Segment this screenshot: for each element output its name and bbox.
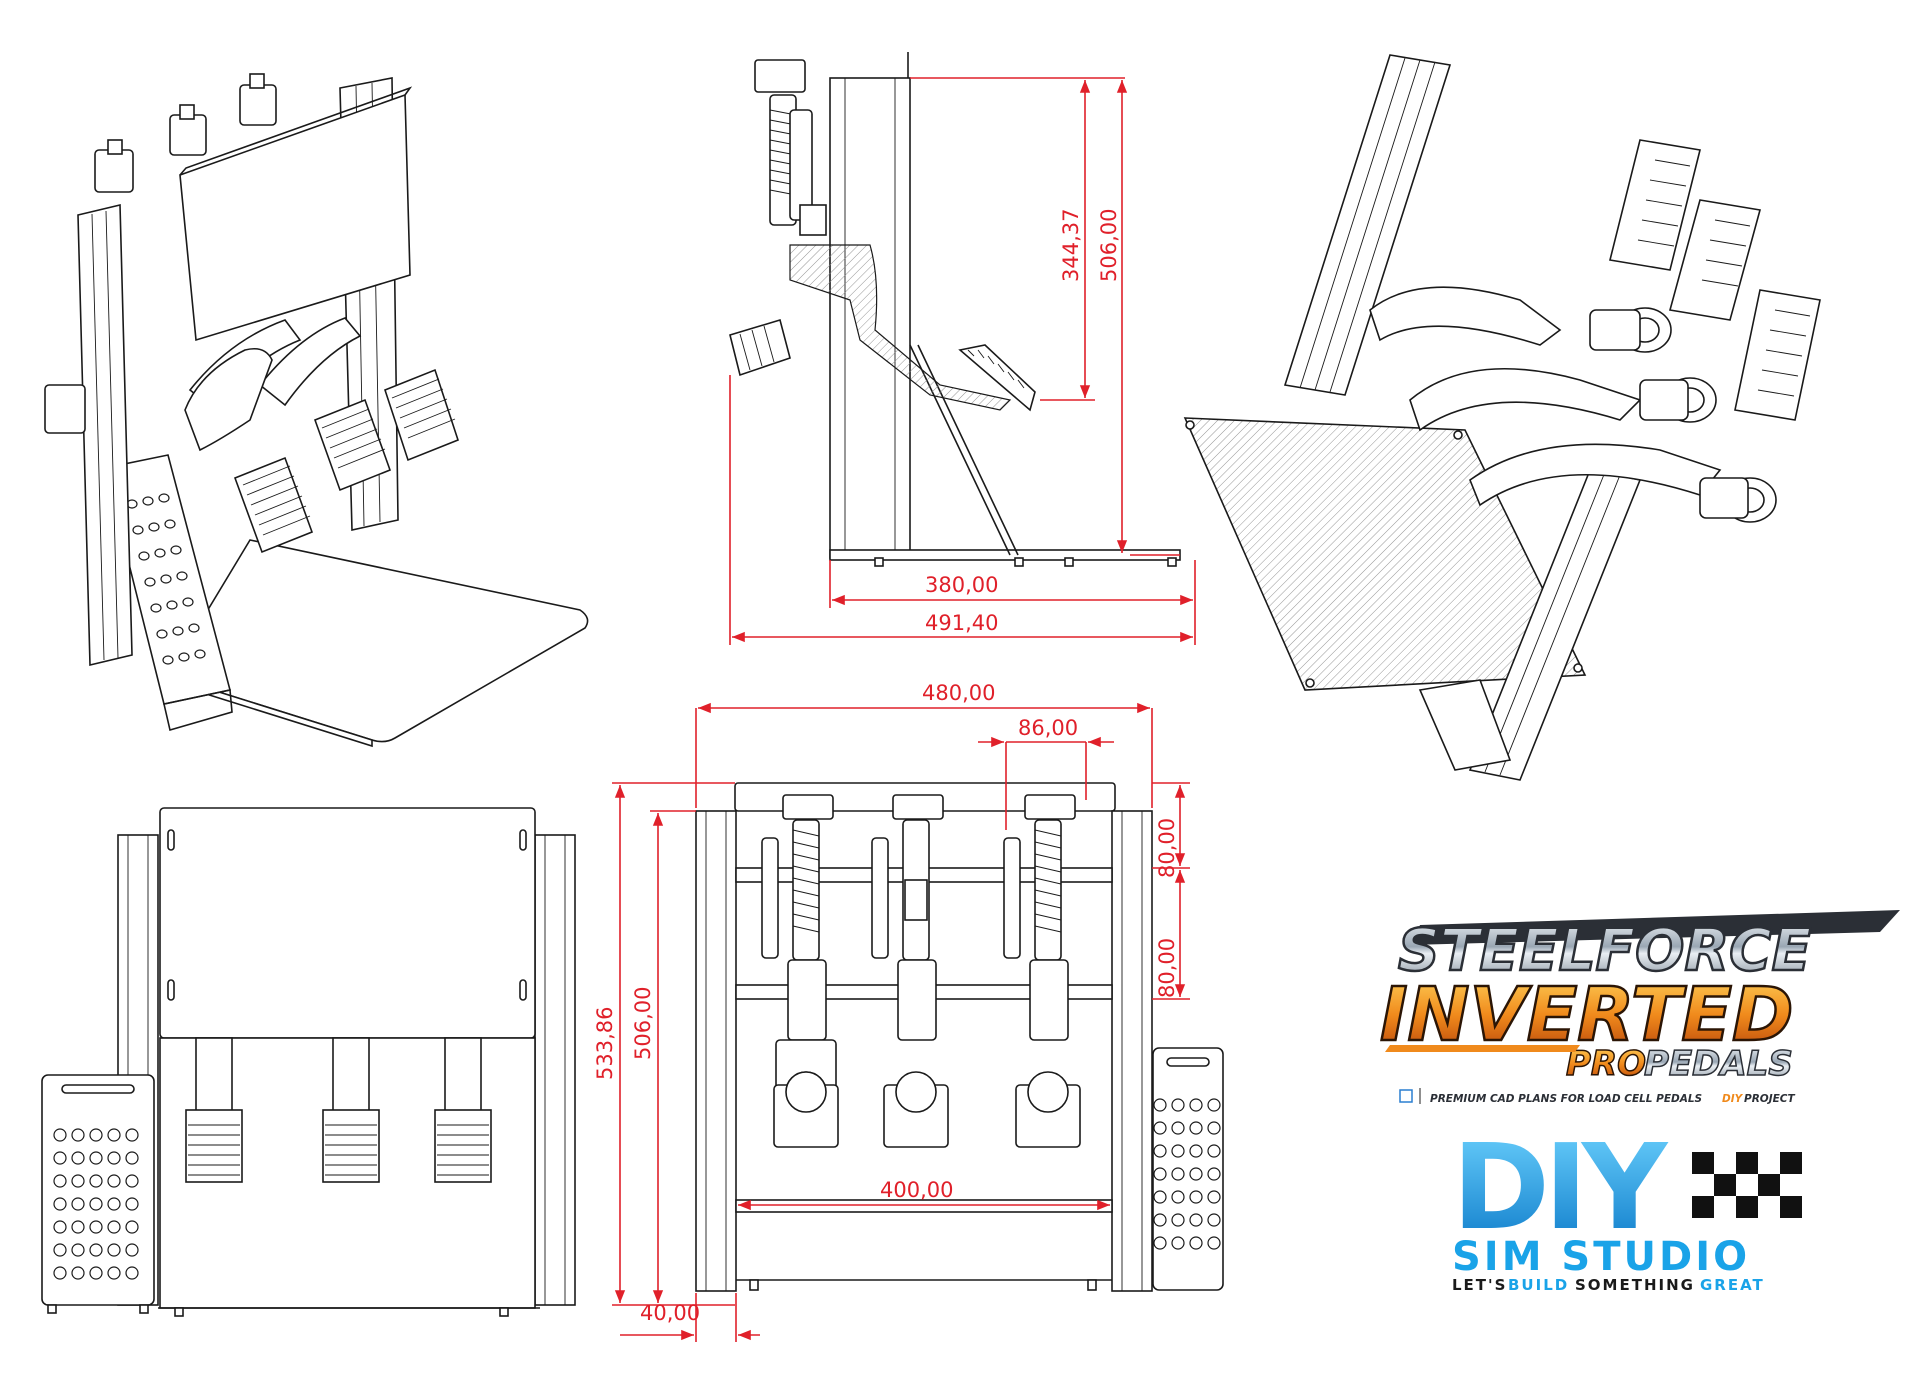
dim-side-frame-height: 506,00 [1097,209,1121,282]
studio-name: SIM STUDIO [1452,1234,1750,1280]
dim-foot-offset: 40,00 [640,1301,700,1325]
dim-inner-width: 400,00 [880,1178,953,1202]
tagline-text-b: DIY [1722,1093,1744,1105]
steelforce-logo: STEELFORCE INVERTED PRO PEDALS [1379,910,1900,1085]
top-assemblies-iso [94,73,277,193]
dim-pedal-spacing: 86,00 [1018,716,1078,740]
dim-front-frame-height: 506,00 [631,987,655,1060]
tagline-text-a: PREMIUM CAD PLANS FOR LOAD CELL PEDALS [1430,1093,1702,1105]
dim-overall-depth: 491,40 [925,611,998,635]
brand-title-line3-b: PEDALS [1644,1044,1793,1084]
dim-pedal-height: 344,37 [1059,209,1083,282]
dim-upper-offset: 80,00 [1155,818,1179,878]
cylinders-iso-right [1589,307,1777,523]
studio-logo-text: DIY [1452,1118,1669,1256]
pedal-faces-iso [233,368,459,554]
tagline: PREMIUM CAD PLANS FOR LOAD CELL PEDALS D… [1399,1088,1795,1105]
dim-base-depth: 380,00 [925,573,998,597]
front-center-heel-holes [1153,1098,1221,1250]
diy-sim-studio-logo: DIY SIM STUDIO LET'S BUILD SOMETHING GRE… [1452,1118,1802,1294]
dim-overall-height: 533,86 [593,1007,617,1080]
slogan-c: SOMETHING [1575,1276,1695,1294]
isometric-view [44,73,589,748]
checkered-flag-icon [1692,1152,1802,1218]
slogan-d: GREAT [1700,1276,1765,1294]
front-left-pedals [185,1037,492,1183]
front-center-assemblies [761,794,1081,1148]
side-view-dimensions: 344,37 506,00 380,00 491,40 [729,77,1196,645]
tagline-text-c: PROJECT [1744,1093,1795,1105]
load-cell-iso [44,384,86,434]
front-view-left [41,807,576,1317]
front-view-center [695,782,1224,1292]
isometric-view-right [1183,54,1821,781]
brand-title-line3-a: PRO [1566,1044,1646,1084]
brand-title-line2: INVERTED [1380,972,1793,1058]
heel-plate-holes-iso [126,493,206,665]
front-view-dimensions: 480,00 86,00 533,86 506,00 80,00 80,00 4… [593,681,1190,1342]
front-left-heel-holes [53,1128,139,1280]
brand-title-line1: STEELFORCE [1398,916,1811,984]
side-view [729,52,1181,567]
slogan-a: LET'S [1452,1276,1507,1294]
dim-lower-offset: 80,00 [1155,938,1179,998]
dim-overall-width: 480,00 [922,681,995,705]
cube-icon [1399,1089,1413,1103]
slogan-b: BUILD [1508,1276,1569,1294]
